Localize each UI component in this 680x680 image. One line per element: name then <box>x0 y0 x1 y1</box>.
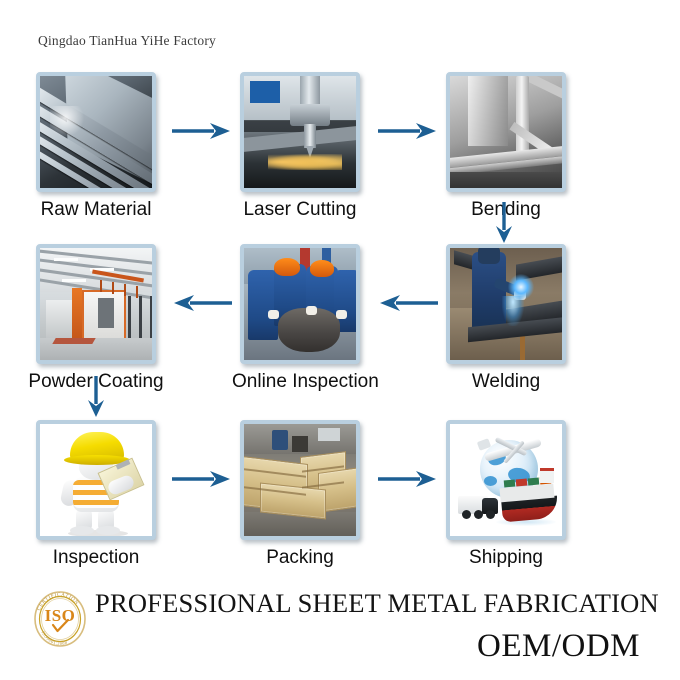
welding-thumbnail[interactable] <box>446 244 566 364</box>
process-step-label: Online Inspection <box>232 371 379 392</box>
workers-inspecting-part-image <box>244 248 356 360</box>
global-logistics-image <box>450 424 562 536</box>
laser-cutting-machine-image <box>244 76 356 188</box>
process-step-label: Inspection <box>52 547 140 568</box>
footer-subtagline: OEM/ODM <box>476 628 640 664</box>
stacked-steel-sheets-image <box>40 76 152 188</box>
arrow-laser-to-bending <box>376 120 438 142</box>
svg-text:ISO: ISO <box>45 606 76 625</box>
arrow-packing-to-shipping <box>376 468 438 490</box>
process-step-powder-coating[interactable]: Powder Coating <box>28 244 164 393</box>
footer-tagline: PROFESSIONAL SHEET METAL FABRICATION <box>95 588 659 618</box>
laser-cutting-thumbnail[interactable] <box>240 72 360 192</box>
process-step-packing[interactable]: Packing <box>232 420 368 569</box>
powder-coating-thumbnail[interactable] <box>36 244 156 364</box>
process-flow-diagram: Raw Material <box>0 72 680 582</box>
packing-thumbnail[interactable] <box>240 420 360 540</box>
company-name: Qingdao TianHua YiHe Factory <box>38 33 216 48</box>
inspection-thumbnail[interactable] <box>36 420 156 540</box>
process-step-laser-cutting[interactable]: Laser Cutting <box>232 72 368 221</box>
arrow-raw-to-laser <box>170 120 232 142</box>
raw-material-thumbnail[interactable] <box>36 72 156 192</box>
powder-coating-line-image <box>40 248 152 360</box>
shipping-thumbnail[interactable] <box>446 420 566 540</box>
wooden-crates-image <box>244 424 356 536</box>
arrow-powder-to-inspection <box>84 374 108 418</box>
process-step-online-inspection[interactable]: Online Inspection <box>232 244 379 393</box>
process-step-label: Laser Cutting <box>243 199 357 220</box>
process-step-label: Packing <box>266 547 334 568</box>
process-step-label: Raw Material <box>40 199 152 220</box>
process-step-label: Shipping <box>469 547 543 568</box>
press-brake-bending-image <box>450 76 562 188</box>
process-step-bending[interactable]: Bending <box>438 72 574 221</box>
process-step-inspection[interactable]: Inspection <box>28 420 164 569</box>
bending-thumbnail[interactable] <box>446 72 566 192</box>
arrow-online-to-powder <box>172 292 234 314</box>
process-step-welding[interactable]: Welding <box>438 244 574 393</box>
inspector-figure-image <box>40 424 152 536</box>
footer: CERTIFICATION ISO9001:2008 ISO PROFESSIO… <box>0 582 680 680</box>
process-step-label: Bending <box>471 199 541 220</box>
iso-certification-badge-icon: CERTIFICATION ISO9001:2008 ISO <box>30 590 90 648</box>
arrow-welding-to-online <box>378 292 440 314</box>
arrow-inspection-to-packing <box>170 468 232 490</box>
process-step-raw-material[interactable]: Raw Material <box>28 72 164 221</box>
arrow-bending-to-welding <box>492 200 516 244</box>
worker-welding-image <box>450 248 562 360</box>
process-step-shipping[interactable]: Shipping <box>438 420 574 569</box>
process-step-label: Welding <box>471 371 541 392</box>
online-inspection-thumbnail[interactable] <box>240 244 360 364</box>
